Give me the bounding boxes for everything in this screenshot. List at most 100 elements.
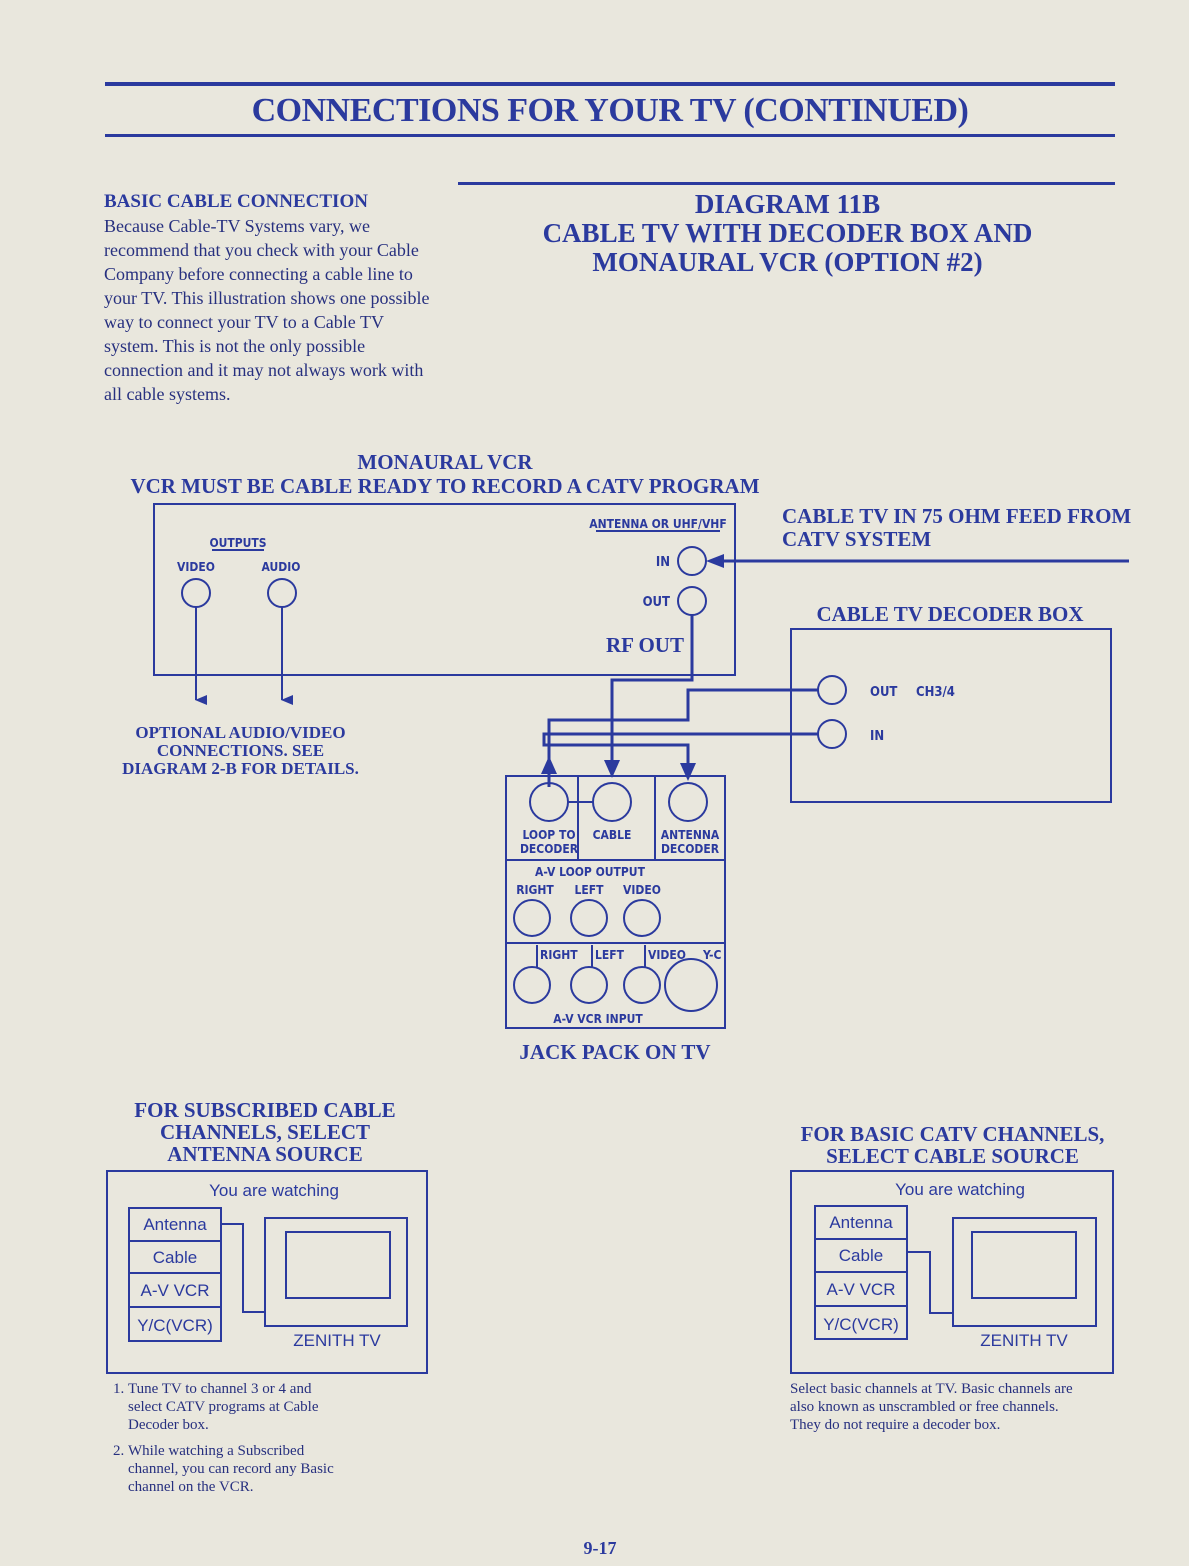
right-note: Select basic channels at TV. Basic chann… (790, 1381, 1073, 1433)
decoder-ch-label: CH3/4 (916, 685, 955, 700)
input-left-label: LEFT (595, 948, 625, 962)
left-watching-label: You are watching (209, 1181, 339, 1200)
right-tv-screen (971, 1231, 1077, 1299)
vcr-box (153, 503, 736, 676)
intro-body: Because Cable-TV Systems vary, we recomm… (104, 216, 430, 404)
loop-video-jack (623, 899, 661, 937)
diagram-title: DIAGRAM 11B CABLE TV WITH DECODER BOX AN… (460, 190, 1115, 277)
audio-label: AUDIO (262, 560, 301, 574)
diagram-title-line1: DIAGRAM 11B (694, 189, 881, 219)
input-yc-label: Y-C (702, 948, 722, 962)
left-selection-line (221, 1223, 265, 1313)
input-video-jack (623, 966, 661, 1004)
cable-feed-arrow (706, 554, 724, 568)
decoder-box-label: CABLE TV DECODER BOX (816, 602, 1084, 626)
right-selection-line (907, 1251, 953, 1314)
left-note-1: Tune TV to channel 3 or 4 and select CAT… (128, 1380, 340, 1434)
right-source-av-vcr[interactable]: A-V VCR (827, 1280, 896, 1299)
page-number: 9-17 (583, 1538, 617, 1558)
vcr-out-label: OUT (643, 595, 670, 610)
rf-out-arrow (604, 760, 620, 778)
left-source-antenna[interactable]: Antenna (143, 1215, 207, 1234)
vcr-title-line2: VCR MUST BE CABLE READY TO RECORD A CATV… (130, 474, 760, 498)
jack-pack-box (505, 775, 726, 1029)
header-rule-top (105, 82, 1115, 86)
cable-label: CABLE (593, 828, 632, 842)
decoder-in-label: IN (870, 729, 884, 744)
right-source-yc-vcr[interactable]: Y/C(VCR) (823, 1315, 899, 1334)
left-note-2: While watching a Subscribed channel, you… (128, 1442, 340, 1496)
left-notes: Tune TV to channel 3 or 4 and select CAT… (110, 1380, 340, 1504)
loop-right-label: RIGHT (516, 883, 554, 897)
jack-pack-label: JACK PACK ON TV (519, 1040, 711, 1064)
decoder-in-cable (542, 732, 818, 768)
av-vcr-input-label: A-V VCR INPUT (553, 1012, 643, 1026)
left-panel-heading: FOR SUBSCRIBED CABLE CHANNELS, SELECT AN… (134, 1098, 396, 1166)
right-source-menu: You are watching Antenna Cable A-V VCR Y… (790, 1170, 1114, 1374)
decoder-out-arrow (541, 756, 557, 774)
optional-av-note: OPTIONAL AUDIO/VIDEO CONNECTIONS. SEE DI… (122, 723, 359, 778)
rf-out-cable (610, 615, 694, 765)
input-right-jack (513, 966, 551, 1004)
diagram-title-line2: CABLE TV WITH DECODER BOX AND (542, 218, 1033, 248)
loop-to-label: LOOP TO (522, 828, 575, 842)
right-tv-label: ZENITH TV (980, 1331, 1068, 1350)
loop-to-decoder-jack (529, 782, 569, 822)
antenna-label: ANTENNA (661, 828, 720, 842)
decoder-out-label: OUT (870, 685, 897, 700)
decoder-out-jack (817, 675, 847, 705)
decoder-in-arrow (680, 763, 696, 781)
rf-out-label: RF OUT (606, 633, 684, 657)
cable-jack (592, 782, 632, 822)
loop-right-jack (513, 899, 551, 937)
right-panel-heading: FOR BASIC CATV CHANNELS, SELECT CABLE SO… (800, 1122, 1105, 1168)
left-source-menu: You are watching Antenna Cable A-V VCR Y… (106, 1170, 428, 1374)
antenna-uhf-vhf-label: ANTENNA OR UHF/VHF (589, 517, 726, 531)
right-tv-frame (952, 1217, 1097, 1327)
page-title: CONNECTIONS FOR YOUR TV (CONTINUED) (251, 92, 969, 129)
right-watching-label: You are watching (895, 1180, 1025, 1199)
left-notes-list: Tune TV to channel 3 or 4 and select CAT… (110, 1380, 340, 1496)
intro-section: BASIC CABLE CONNECTION Because Cable-TV … (104, 190, 434, 406)
outputs-label: OUTPUTS (209, 536, 266, 550)
left-tv-label: ZENITH TV (293, 1331, 381, 1350)
vcr-out-jack (677, 586, 707, 616)
vcr-title: MONAURAL VCR VCR MUST BE CABLE READY TO … (110, 450, 780, 498)
right-menu-frame (790, 1170, 1114, 1374)
vcr-audio-jack (267, 578, 297, 608)
input-video-label: VIDEO (648, 948, 686, 962)
diagram-title-rule (458, 182, 1115, 185)
loop-decoder-label: DECODER (520, 842, 579, 856)
left-source-yc-vcr[interactable]: Y/C(VCR) (137, 1316, 213, 1335)
cable-feed-label: CABLE TV IN 75 OHM FEED FROM CATV SYSTEM (782, 504, 1132, 551)
decoder-out-cable (547, 688, 818, 787)
video-label: VIDEO (177, 560, 215, 574)
loop-left-jack (570, 899, 608, 937)
loop-left-label: LEFT (575, 883, 605, 897)
input-left-jack (570, 966, 608, 1004)
antenna-decoder-jack (668, 782, 708, 822)
loop-video-label: VIDEO (623, 883, 661, 897)
header-rule-bottom (105, 134, 1115, 137)
decoder-in-jack (817, 719, 847, 749)
left-source-cable[interactable]: Cable (153, 1248, 197, 1267)
intro-heading: BASIC CABLE CONNECTION (104, 191, 368, 212)
wiring-diagram: OUTPUTS VIDEO AUDIO ANTENNA OR UHF/VHF I… (153, 503, 1129, 1029)
decoder-box (790, 628, 1112, 803)
vcr-video-jack (181, 578, 211, 608)
vcr-in-jack (677, 546, 707, 576)
diagram-title-line3: MONAURAL VCR (OPTION #2) (592, 247, 983, 277)
antenna-decoder-label: DECODER (661, 842, 720, 856)
input-right-label: RIGHT (540, 948, 578, 962)
av-loop-output-label: A-V LOOP OUTPUT (535, 865, 646, 879)
vcr-in-label: IN (656, 555, 670, 570)
vcr-title-line1: MONAURAL VCR (357, 450, 533, 474)
left-source-av-vcr[interactable]: A-V VCR (141, 1281, 210, 1300)
left-tv-frame (264, 1217, 408, 1327)
right-source-cable[interactable]: Cable (839, 1246, 883, 1265)
input-yc-jack (664, 958, 718, 1012)
left-menu-frame (106, 1170, 428, 1374)
left-source-list (128, 1207, 222, 1342)
right-source-antenna[interactable]: Antenna (829, 1213, 893, 1232)
left-tv-screen (285, 1231, 391, 1299)
